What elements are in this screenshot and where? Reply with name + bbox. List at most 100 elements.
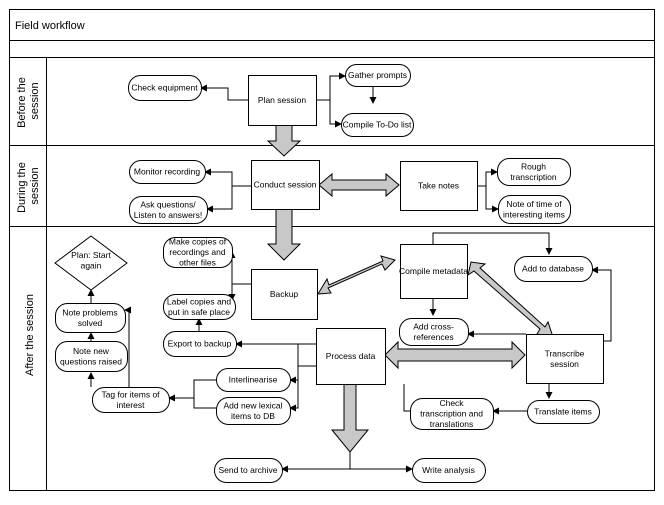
node-tag-items-shape bbox=[92, 387, 170, 413]
node-translate-items-shape bbox=[527, 400, 600, 424]
node-write-analysis-shape bbox=[412, 458, 486, 483]
node-plan-start-again-shape bbox=[54, 235, 128, 291]
big-arrow-backup-metadata bbox=[317, 255, 396, 295]
node-compile-metadata-label: Compile metadata bbox=[399, 266, 468, 276]
node-make-copies-shape bbox=[163, 237, 233, 268]
node-add-database-label: Add to database bbox=[522, 264, 584, 274]
node-write-analysis-label: Write analysis bbox=[422, 465, 475, 475]
node-translate-items-label: Translate items bbox=[534, 407, 592, 417]
node-backup: Backup bbox=[251, 269, 318, 320]
node-plan-session-label: Plan session bbox=[258, 95, 306, 105]
node-check-equipment-label: Check equipment bbox=[131, 83, 198, 93]
lane-label-before: Before the session bbox=[16, 74, 41, 128]
node-conduct-session: Conduct session bbox=[251, 160, 320, 210]
node-compile-todo-shape bbox=[341, 113, 414, 137]
node-take-notes-label: Take notes bbox=[418, 181, 459, 191]
node-plan-session: Plan session bbox=[248, 75, 317, 126]
node-note-time-shape bbox=[498, 195, 571, 224]
node-gather-prompts-label: Gather prompts bbox=[348, 70, 407, 80]
node-add-cross-refs-shape bbox=[399, 318, 469, 346]
node-check-transcription-shape bbox=[410, 398, 494, 430]
big-arrow-process-down bbox=[330, 383, 370, 453]
node-note-questions-shape bbox=[55, 341, 128, 372]
node-add-lexical-shape bbox=[216, 397, 291, 425]
node-plan-session-shape bbox=[248, 75, 317, 126]
node-take-notes: Take notes bbox=[400, 161, 478, 211]
node-interlinearise-label: Interlinearise bbox=[229, 375, 278, 385]
node-take-notes-shape bbox=[400, 161, 478, 211]
node-check-equipment: Check equipment bbox=[128, 75, 202, 101]
node-add-cross-refs: Add cross-references bbox=[399, 318, 469, 346]
node-ask-questions-label: Ask questions/Listen to answers! bbox=[134, 199, 203, 220]
diagram-title: Field workflow bbox=[15, 20, 85, 32]
node-send-archive-label: Send to archive bbox=[218, 465, 277, 475]
connectors bbox=[87, 72, 612, 473]
node-compile-todo-label: Compile To-Do list bbox=[343, 120, 412, 130]
node-gather-prompts: Gather prompts bbox=[345, 64, 411, 87]
node-gather-prompts-shape bbox=[345, 64, 411, 87]
node-ask-questions: Ask questions/Listen to answers! bbox=[129, 196, 208, 224]
big-arrow-plan-to-conduct bbox=[266, 124, 302, 157]
node-check-equipment-shape bbox=[128, 75, 202, 101]
node-conduct-session-label: Conduct session bbox=[254, 180, 317, 190]
node-send-archive-shape bbox=[214, 458, 283, 483]
node-label-copies-shape bbox=[163, 294, 236, 320]
node-compile-metadata: Compile metadata bbox=[399, 244, 468, 299]
big-arrows bbox=[266, 124, 554, 453]
node-backup-label: Backup bbox=[270, 289, 299, 299]
lane-label-during: During the session bbox=[16, 159, 41, 213]
node-ask-questions-shape bbox=[129, 196, 208, 224]
node-interlinearise-shape bbox=[216, 368, 291, 392]
node-add-cross-refs-label: Add cross-references bbox=[413, 321, 454, 342]
node-monitor-recording-shape bbox=[129, 160, 206, 184]
node-export-backup-label: Export to backup bbox=[168, 339, 232, 349]
big-arrow-process-transcribe bbox=[384, 340, 526, 370]
node-rough-transcription-shape bbox=[497, 158, 571, 186]
lane-label-after: After the session bbox=[24, 294, 36, 376]
node-monitor-recording-label: Monitor recording bbox=[134, 167, 200, 177]
node-compile-todo: Compile To-Do list bbox=[341, 113, 414, 137]
node-add-database-shape bbox=[514, 256, 593, 282]
node-compile-metadata-shape bbox=[400, 244, 468, 299]
node-export-backup-shape bbox=[163, 331, 237, 357]
node-interlinearise: Interlinearise bbox=[216, 368, 291, 392]
node-process-data: Process data bbox=[316, 328, 386, 385]
node-monitor-recording: Monitor recording bbox=[129, 160, 206, 184]
big-arrow-conduct-to-backup bbox=[266, 208, 302, 261]
node-export-backup: Export to backup bbox=[163, 331, 237, 357]
frame bbox=[9, 9, 655, 491]
node-backup-shape bbox=[251, 269, 318, 320]
big-arrow-conduct-takenotes bbox=[318, 172, 400, 198]
node-conduct-session-shape bbox=[251, 160, 320, 210]
node-add-database: Add to database bbox=[514, 256, 593, 282]
node-process-data-label: Process data bbox=[326, 351, 376, 361]
node-send-archive: Send to archive bbox=[214, 458, 283, 483]
node-translate-items: Translate items bbox=[527, 400, 600, 424]
node-note-problems-shape bbox=[55, 303, 126, 333]
node-write-analysis: Write analysis bbox=[412, 458, 486, 483]
